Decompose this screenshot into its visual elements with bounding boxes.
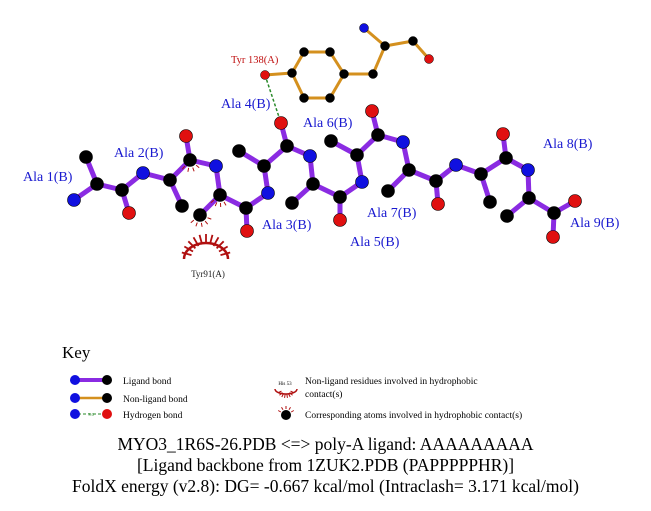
carbon-atom bbox=[163, 173, 177, 187]
carbon-atom bbox=[402, 163, 416, 177]
oxygen-atom bbox=[431, 197, 445, 211]
carbon-atom bbox=[350, 148, 364, 162]
residue-label-ala-6: Ala 6(B) bbox=[303, 116, 353, 131]
carbon-atom bbox=[500, 209, 514, 223]
carbon-atom bbox=[299, 93, 309, 103]
carbon-atom bbox=[306, 177, 320, 191]
carbon-atom bbox=[371, 128, 385, 142]
residue-label-ala-9: Ala 9(B) bbox=[570, 216, 620, 231]
carbon-atom bbox=[257, 159, 271, 173]
carbon-atom bbox=[299, 47, 309, 57]
carbon-atom bbox=[325, 93, 335, 103]
nitrogen-atom bbox=[355, 175, 369, 189]
oxygen-atom bbox=[568, 194, 582, 208]
carbon-atom bbox=[324, 134, 338, 148]
hydrophobic-contact-mark bbox=[210, 199, 227, 208]
key-hydrophobic-arc bbox=[274, 388, 298, 395]
oxygen-atom bbox=[424, 54, 434, 64]
caption-line-1: MYO3_1R6S-26.PDB <=> poly-A ligand: AAAA… bbox=[117, 434, 534, 454]
carbon-atom bbox=[339, 69, 349, 79]
carbon-atom bbox=[281, 410, 291, 420]
caption-line-2: [Ligand backbone from 1ZUK2.PDB (PAPPPPP… bbox=[136, 455, 515, 475]
key-ligand-bond-label: Ligand bond bbox=[123, 377, 172, 387]
oxygen-atom bbox=[179, 129, 193, 143]
key-title: Key bbox=[62, 343, 91, 362]
nitrogen-atom bbox=[70, 409, 80, 419]
oxygen-atom bbox=[274, 116, 288, 130]
nitrogen-atom bbox=[396, 135, 410, 149]
carbon-atom bbox=[380, 41, 390, 51]
carbon-atom bbox=[381, 184, 395, 198]
nitrogen-atom bbox=[303, 149, 317, 163]
key-hydrophobic-atoms-label: Corresponding atoms involved in hydropho… bbox=[305, 410, 522, 421]
hydrogen-bond bbox=[264, 74, 282, 124]
residue-label-ala-8: Ala 8(B) bbox=[543, 137, 593, 152]
oxygen-atom bbox=[546, 230, 560, 244]
residue-label-ala-1: Ala 1(B) bbox=[23, 170, 73, 185]
carbon-atom bbox=[483, 195, 497, 209]
carbon-atom bbox=[193, 208, 207, 222]
nitrogen-atom bbox=[261, 186, 275, 200]
oxygen-atom bbox=[333, 213, 347, 227]
carbon-atom bbox=[499, 151, 513, 165]
residue-label-ala-4: Ala 4(B) bbox=[221, 97, 271, 112]
key-example-residue: His 53 bbox=[278, 382, 292, 387]
residue-label-ala-2: Ala 2(B) bbox=[114, 146, 164, 161]
nitrogen-atom bbox=[359, 23, 369, 33]
residue-label-tyr138: Tyr 138(A) bbox=[231, 55, 279, 66]
key-hydrophobic-residues-label-2: contact(s) bbox=[305, 389, 342, 400]
carbon-atom bbox=[285, 196, 299, 210]
key-hydrophobic-residues-label: Non-ligand residues involved in hydropho… bbox=[305, 377, 478, 387]
nitrogen-atom bbox=[70, 375, 80, 385]
hydrophobic-contact-mark bbox=[190, 217, 212, 227]
key-nonligand-bond-label: Non-ligand bond bbox=[123, 395, 188, 405]
carbon-atom bbox=[325, 47, 335, 57]
carbon-atom bbox=[102, 375, 112, 385]
nitrogen-atom bbox=[67, 193, 81, 207]
carbon-atom bbox=[522, 191, 536, 205]
carbon-atom bbox=[90, 177, 104, 191]
carbon-atom bbox=[115, 183, 129, 197]
carbon-atom bbox=[102, 393, 112, 403]
carbon-atom bbox=[183, 153, 197, 167]
carbon-atom bbox=[368, 69, 378, 79]
carbon-atom bbox=[547, 206, 561, 220]
nitrogen-atom bbox=[70, 393, 80, 403]
caption-line-3: FoldX energy (v2.8): DG= -0.667 kcal/mol… bbox=[72, 476, 579, 496]
carbon-atom bbox=[213, 188, 227, 202]
residue-label-ala-3: Ala 3(B) bbox=[262, 218, 312, 233]
oxygen-atom bbox=[496, 127, 510, 141]
carbon-atom bbox=[474, 167, 488, 181]
carbon-atom bbox=[333, 190, 347, 204]
oxygen-atom bbox=[365, 104, 379, 118]
oxygen-atom bbox=[240, 224, 254, 238]
key-hydrophobic-atom-mark bbox=[277, 406, 295, 413]
oxygen-atom bbox=[102, 409, 112, 419]
carbon-atom bbox=[280, 139, 294, 153]
carbon-atom bbox=[79, 150, 93, 164]
key-hydrophobic-spokes bbox=[277, 390, 295, 398]
residue-label-tyr91: Tyr91(A) bbox=[191, 269, 225, 279]
carbon-atom bbox=[287, 68, 297, 78]
oxygen-atom bbox=[260, 70, 270, 80]
nitrogen-atom bbox=[209, 159, 223, 173]
carbon-atom bbox=[175, 199, 189, 213]
residue-label-ala-7: Ala 7(B) bbox=[367, 206, 417, 221]
carbon-atom bbox=[429, 174, 443, 188]
carbon-atom bbox=[232, 144, 246, 158]
hydrophobic-residue-spokes bbox=[181, 234, 231, 256]
nitrogen-atom bbox=[449, 158, 463, 172]
hydrophobic-contact-mark bbox=[181, 164, 200, 172]
carbon-atom bbox=[408, 36, 418, 46]
nonligand-bond bbox=[371, 45, 387, 75]
key-hbond-distance: 3.0 bbox=[88, 412, 94, 417]
residue-label-ala-5: Ala 5(B) bbox=[350, 235, 400, 250]
nitrogen-atom bbox=[136, 166, 150, 180]
carbon-atom bbox=[239, 201, 253, 215]
oxygen-atom bbox=[122, 206, 136, 220]
nitrogen-atom bbox=[521, 163, 535, 177]
key-hydrogen-bond-label: Hydrogen bond bbox=[123, 411, 183, 421]
